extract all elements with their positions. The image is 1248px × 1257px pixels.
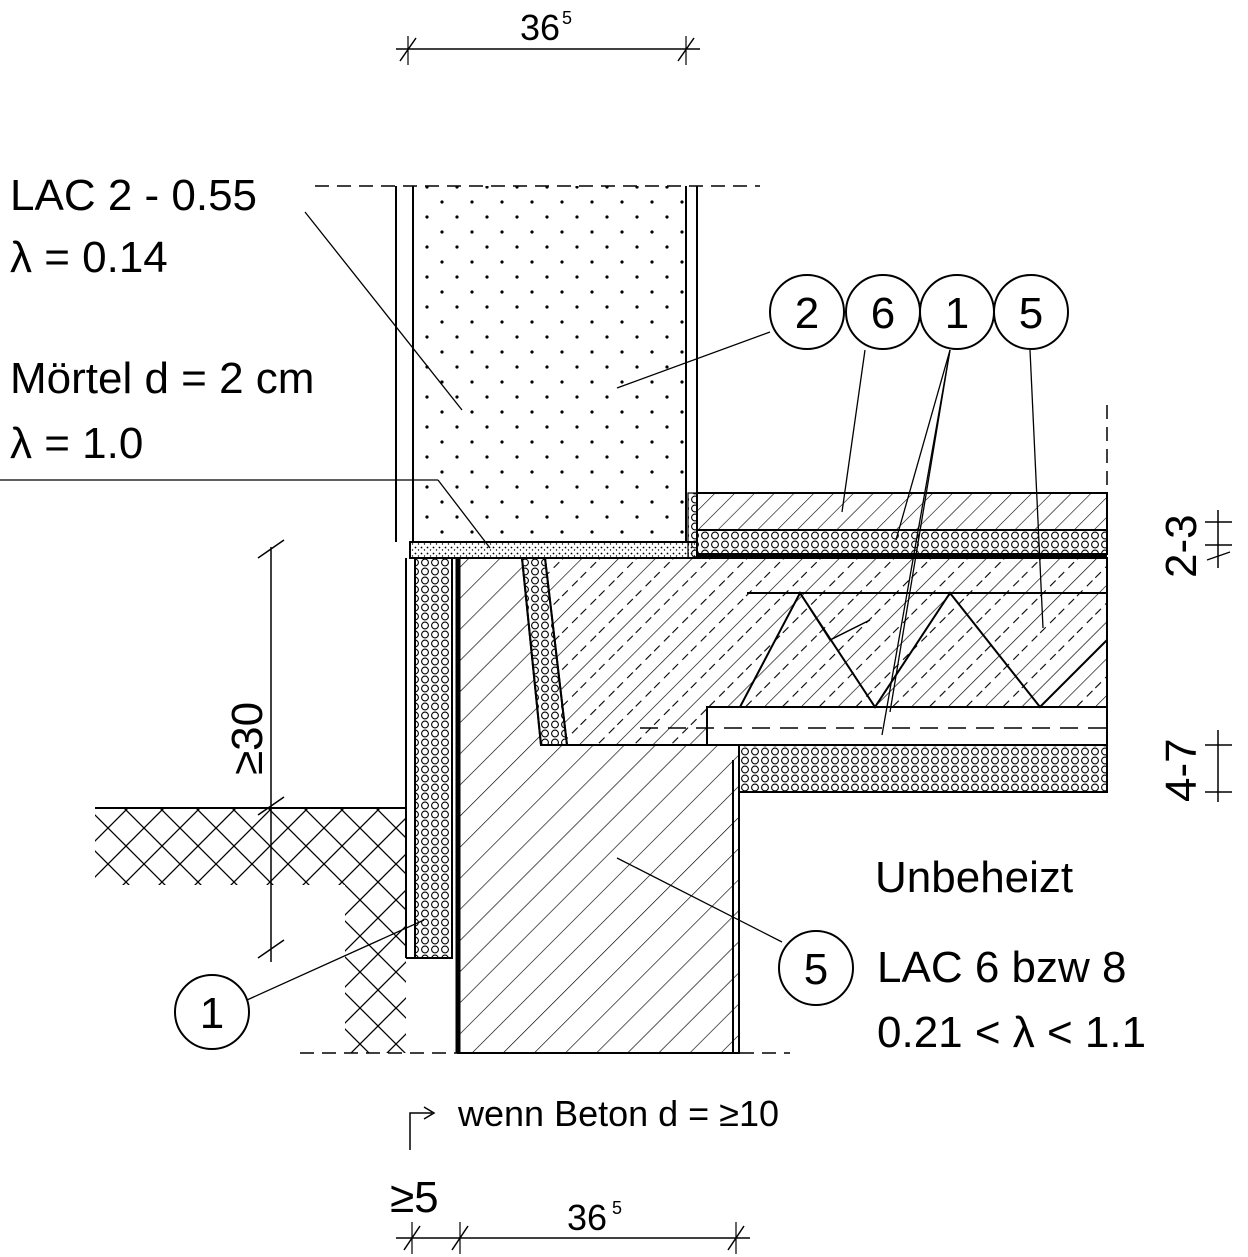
dimension-top-sup: 5 [562, 8, 572, 28]
underfloor-insulation [738, 744, 1108, 793]
dimension-depth [257, 539, 285, 962]
wall-material-label: LAC 2 - 0.55 [10, 171, 257, 220]
dimension-top-label: 36 [520, 7, 560, 48]
mortar-material-label: Mörtel d = 2 cm [10, 354, 314, 403]
callout-circle-foundation: 5 [778, 930, 854, 1006]
svg-text:2: 2 [795, 289, 819, 338]
dimension-offset-label: ≥5 [390, 1173, 439, 1222]
dimension-screed [1205, 510, 1232, 568]
foundation-lambda-label: 0.21 < λ < 1.1 [877, 1008, 1146, 1057]
mortar-lambda-label: λ = 1.0 [10, 419, 143, 468]
dimension-screed-label: 2-3 [1157, 514, 1206, 578]
callout-circle-5: 5 [993, 274, 1069, 350]
wall-lambda-label: λ = 0.14 [10, 233, 168, 282]
dimension-insulation [1205, 730, 1232, 802]
callout-circle-1: 1 [919, 274, 995, 350]
dimension-bottom-label: 36 [567, 1197, 607, 1238]
svg-text:6: 6 [871, 289, 895, 338]
concrete-note-arrow [409, 1106, 436, 1150]
svg-text:5: 5 [804, 945, 828, 994]
soil [95, 807, 790, 1054]
svg-text:1: 1 [945, 289, 969, 338]
upper-wall [315, 185, 760, 542]
foundation-material-label: LAC 6 bzw 8 [877, 943, 1126, 992]
unheated-label: Unbeheizt [875, 853, 1073, 902]
dimension-insulation-label: 4-7 [1157, 738, 1206, 802]
dimension-depth-label: ≥30 [223, 702, 272, 775]
dimension-top [396, 36, 700, 65]
mortar-bed [409, 541, 698, 559]
svg-text:5: 5 [1019, 289, 1043, 338]
floor-impact-insulation [696, 529, 1108, 558]
floor-screed [687, 492, 1108, 559]
floor-slab [543, 405, 1108, 800]
callout-circle-perimeter: 1 [174, 974, 250, 1050]
callout-group-top: 2 6 1 5 [769, 274, 1069, 350]
perimeter-insulation [405, 557, 453, 959]
callout-circle-2: 2 [769, 274, 845, 350]
svg-text:1: 1 [200, 989, 224, 1038]
concrete-note: wenn Beton d = ≥10 [457, 1093, 779, 1134]
dimension-bottom [396, 1222, 750, 1254]
leader-lines [0, 211, 1044, 1001]
callout-circle-6: 6 [845, 274, 921, 350]
dimension-bottom-sup: 5 [612, 1198, 622, 1218]
